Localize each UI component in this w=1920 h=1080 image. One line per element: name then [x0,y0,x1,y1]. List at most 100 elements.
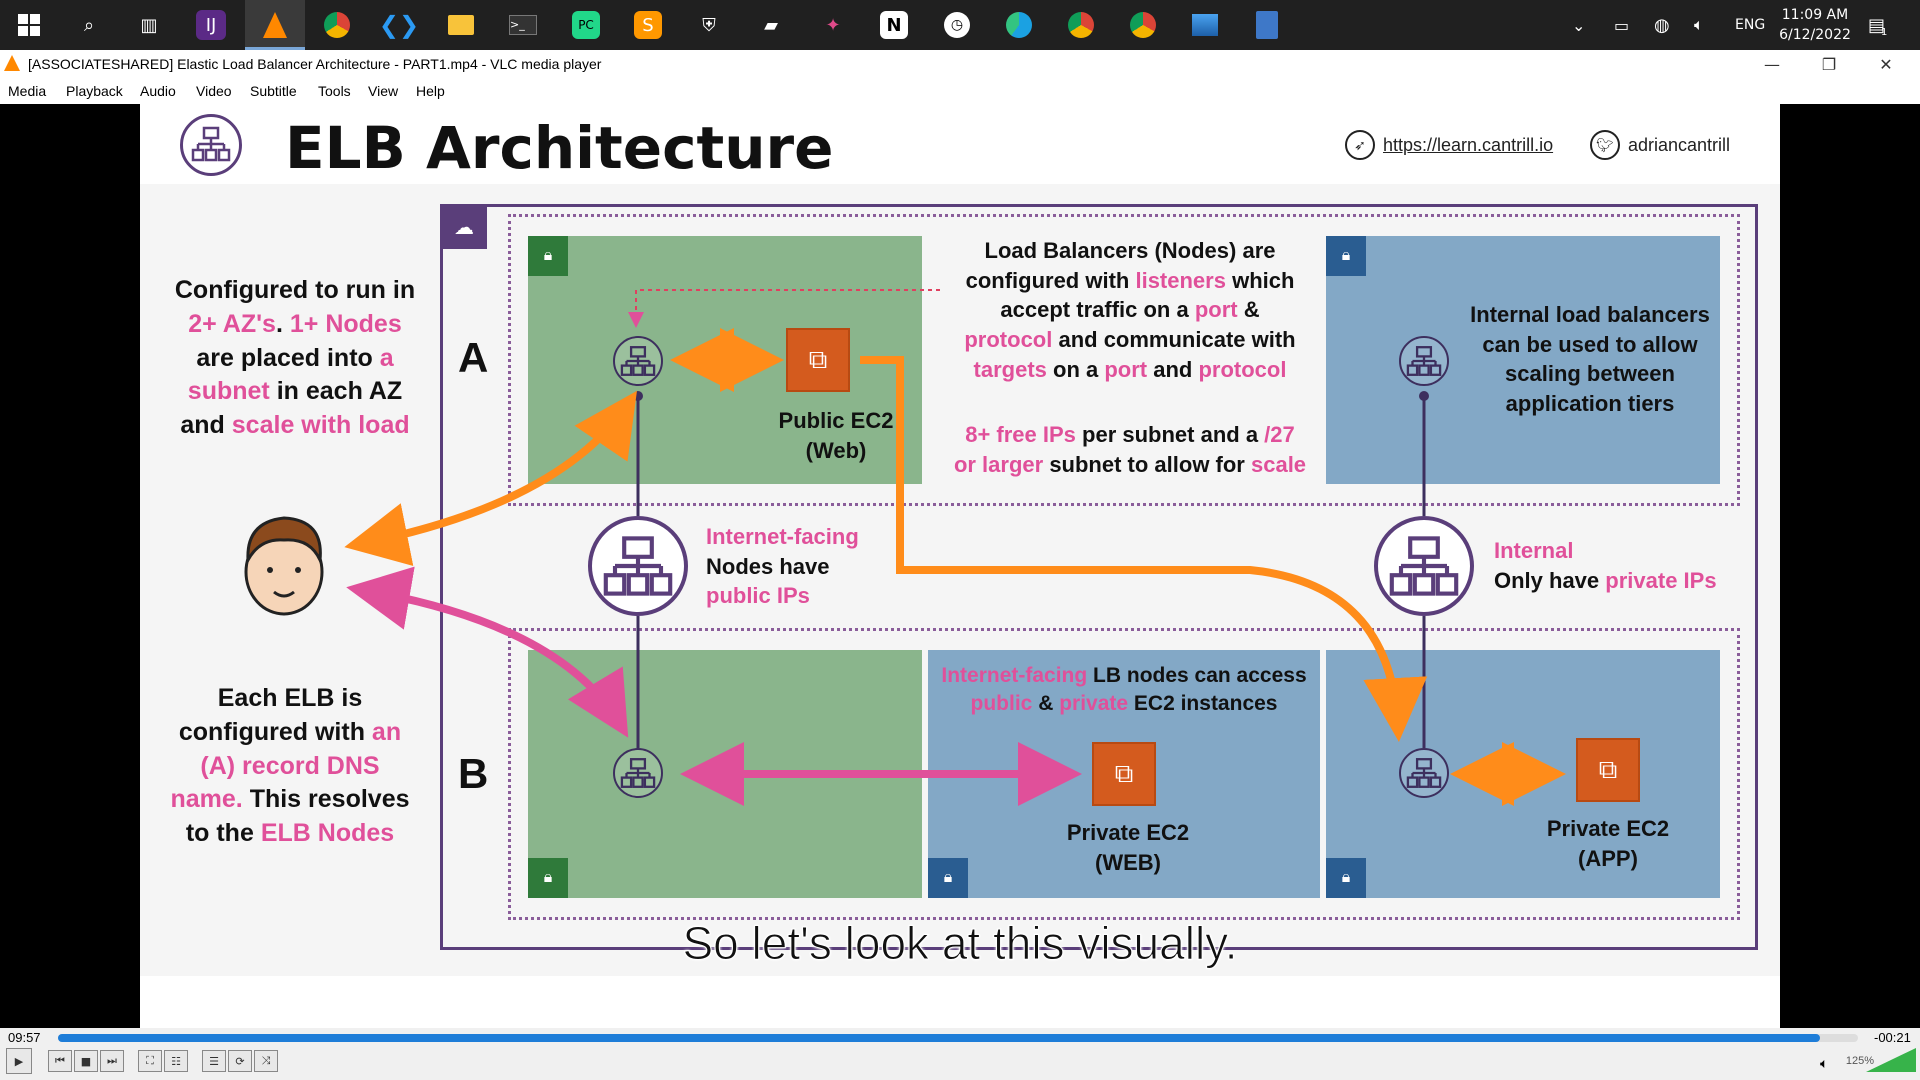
internet-facing-elb-icon [588,516,688,616]
dns-note-l1: Each ELB is [217,684,363,712]
dns-note-l3: (A) record DNS [200,751,380,780]
app-icon[interactable]: ✦ [825,14,841,36]
restore-button[interactable]: ❐ [1821,54,1837,74]
sublime-text-icon[interactable]: S [634,11,662,39]
chevron-up-icon[interactable]: ⌄ [1572,15,1586,35]
play-button[interactable]: ▶ [6,1048,32,1074]
window-title: [ASSOCIATESHARED] Elastic Load Balancer … [28,56,602,72]
subtitle-caption: So let's look at this visually. [682,917,1238,970]
jetbrains-toolbox-icon[interactable]: IJ [196,10,226,40]
listeners-note-l5d: and [1147,356,1199,382]
minimize-button[interactable]: — [1764,54,1780,74]
stop-button[interactable]: ■ [74,1050,98,1072]
task-view-icon[interactable]: ▥ [140,14,158,36]
seek-bar[interactable] [58,1034,1858,1042]
listeners-note-l1: Load Balancers (Nodes) are [984,238,1276,263]
previous-button[interactable]: ⏮ [48,1050,72,1072]
public-ec2-label: Public EC2 (Web) [756,406,916,465]
calculator-icon[interactable] [1250,8,1284,42]
clock-date: 6/12/2022 [1779,27,1851,43]
listeners-note-l2a: configured with [965,267,1136,293]
menu-media[interactable]: Media [8,83,47,99]
notion-icon[interactable]: N [880,11,908,39]
clock[interactable]: 11:09 AM 6/12/2022 [1777,0,1853,50]
loop-button[interactable]: ⟳ [228,1050,252,1072]
menu-playback[interactable]: Playback [66,83,123,99]
internet-facing-l1: Internet-facing [706,524,859,549]
internal-lb-l1: Internal load balancers [1470,302,1710,327]
lb-access-l1b: LB nodes can access [1087,664,1307,687]
menu-subtitle[interactable]: Subtitle [250,83,297,99]
dns-note-l2a: configured with [178,717,372,746]
terminal-icon[interactable]: >_ [506,8,540,42]
windows-taskbar: ⌕ ▥ IJ ❮❯ >_ PC S ⛨ ▰ ✦ N ◷ ⌄ ▭ ◍ 🔈︎ ENG… [0,0,1920,50]
volume-slider[interactable] [1866,1048,1916,1072]
configured-note: Configured to run in 2+ AZ's. 1+ Nodes a… [150,274,440,443]
website-link[interactable]: ➶ https://learn.cantrill.io [1345,130,1553,160]
next-button[interactable]: ⏭ [100,1050,124,1072]
fullscreen-button[interactable]: ⛶ [138,1050,162,1072]
close-button[interactable]: ✕ [1879,54,1893,74]
security-icon[interactable]: ⛨ [702,14,716,36]
az-b-boundary [508,628,1740,920]
menu-audio[interactable]: Audio [140,83,176,99]
vlc-cone-icon [4,55,20,71]
start-icon[interactable] [12,8,46,42]
menu-tools[interactable]: Tools [318,83,351,99]
notification-icon[interactable]: ▤1 [1868,14,1888,38]
pycharm-icon[interactable]: PC [572,11,600,39]
menu-video[interactable]: Video [196,83,232,99]
language-indicator[interactable]: ENG [1735,17,1766,33]
private-web-ec2-l2: (WEB) [1095,849,1161,875]
clock-app-icon[interactable]: ◷ [940,8,974,42]
app-icon[interactable]: ▰ [764,14,778,36]
speaker-icon[interactable]: 🔈︎ [1820,1056,1829,1072]
internet-facing-note: Internet-facing Nodes have public IPs [706,522,859,611]
listeners-note-l5e: protocol [1198,356,1287,382]
seek-bar-fill [58,1034,1821,1042]
chrome-icon[interactable] [1064,8,1098,42]
internal-lb-l4: application tiers [1505,391,1675,417]
remaining-time[interactable]: -00:21 [1874,1030,1911,1045]
lock-icon: 🔒︎ [528,236,568,276]
dns-note-l2b: an [371,717,402,746]
configured-note-l4b: in each AZ [269,377,403,406]
playlist-button[interactable]: ☰ [202,1050,226,1072]
file-explorer-icon[interactable] [444,8,478,42]
twitter-handle: adriancantrill [1628,134,1731,155]
configured-note-l2a: 2+ AZ's [188,309,276,338]
photos-icon[interactable] [1188,8,1222,42]
private-subnet-a [1326,236,1720,484]
vscode-icon[interactable]: ❮❯ [378,11,420,39]
network-icon[interactable]: ◍ [1654,14,1670,36]
battery-icon[interactable]: ▭ [1614,15,1630,35]
menu-view[interactable]: View [368,83,399,99]
lock-icon: 🔒︎ [528,858,568,898]
twitter-link[interactable]: 🐦︎ adriancantrill [1590,130,1730,160]
slide: ELB Architecture ➶ https://learn.cantril… [140,104,1780,1028]
lb-access-l2a: public [970,692,1033,716]
shuffle-button[interactable]: ⤨ [254,1050,278,1072]
chrome-icon[interactable] [320,8,354,42]
lb-access-l2b: & [1032,692,1060,716]
private-web-ec2-label: Private EC2 (WEB) [1038,818,1218,877]
configured-note-l3a: are placed into [196,343,380,372]
internet-facing-l3: public IPs [706,583,810,609]
vlc-icon[interactable] [258,8,292,42]
website-url[interactable]: https://learn.cantrill.io [1383,134,1554,155]
extended-settings-button[interactable]: ☷ [164,1050,188,1072]
video-area[interactable]: ELB Architecture ➶ https://learn.cantril… [0,104,1920,1028]
listeners-note-l3a: accept traffic on a [1000,297,1195,323]
lb-access-l2c: private [1059,692,1129,716]
chrome-icon[interactable] [1126,8,1160,42]
dns-note-l4a: name. [170,785,243,814]
vpc-cloud-icon: ☁ [441,205,487,249]
menu-help[interactable]: Help [416,83,445,99]
player-controls: 09:57 -00:21 ▶ ⏮ ■ ⏭ ⛶ ☷ ☰ ⟳ ⤨ 🔈︎ 125% [0,1028,1920,1080]
internal-l2b: private IPs [1605,567,1717,593]
edge-icon[interactable] [1002,8,1036,42]
lock-icon: 🔒︎ [928,858,968,898]
listeners-note-l2c: which [1225,267,1295,293]
search-icon[interactable]: ⌕ [83,14,95,36]
volume-icon[interactable]: 🔈︎ [1694,15,1704,34]
